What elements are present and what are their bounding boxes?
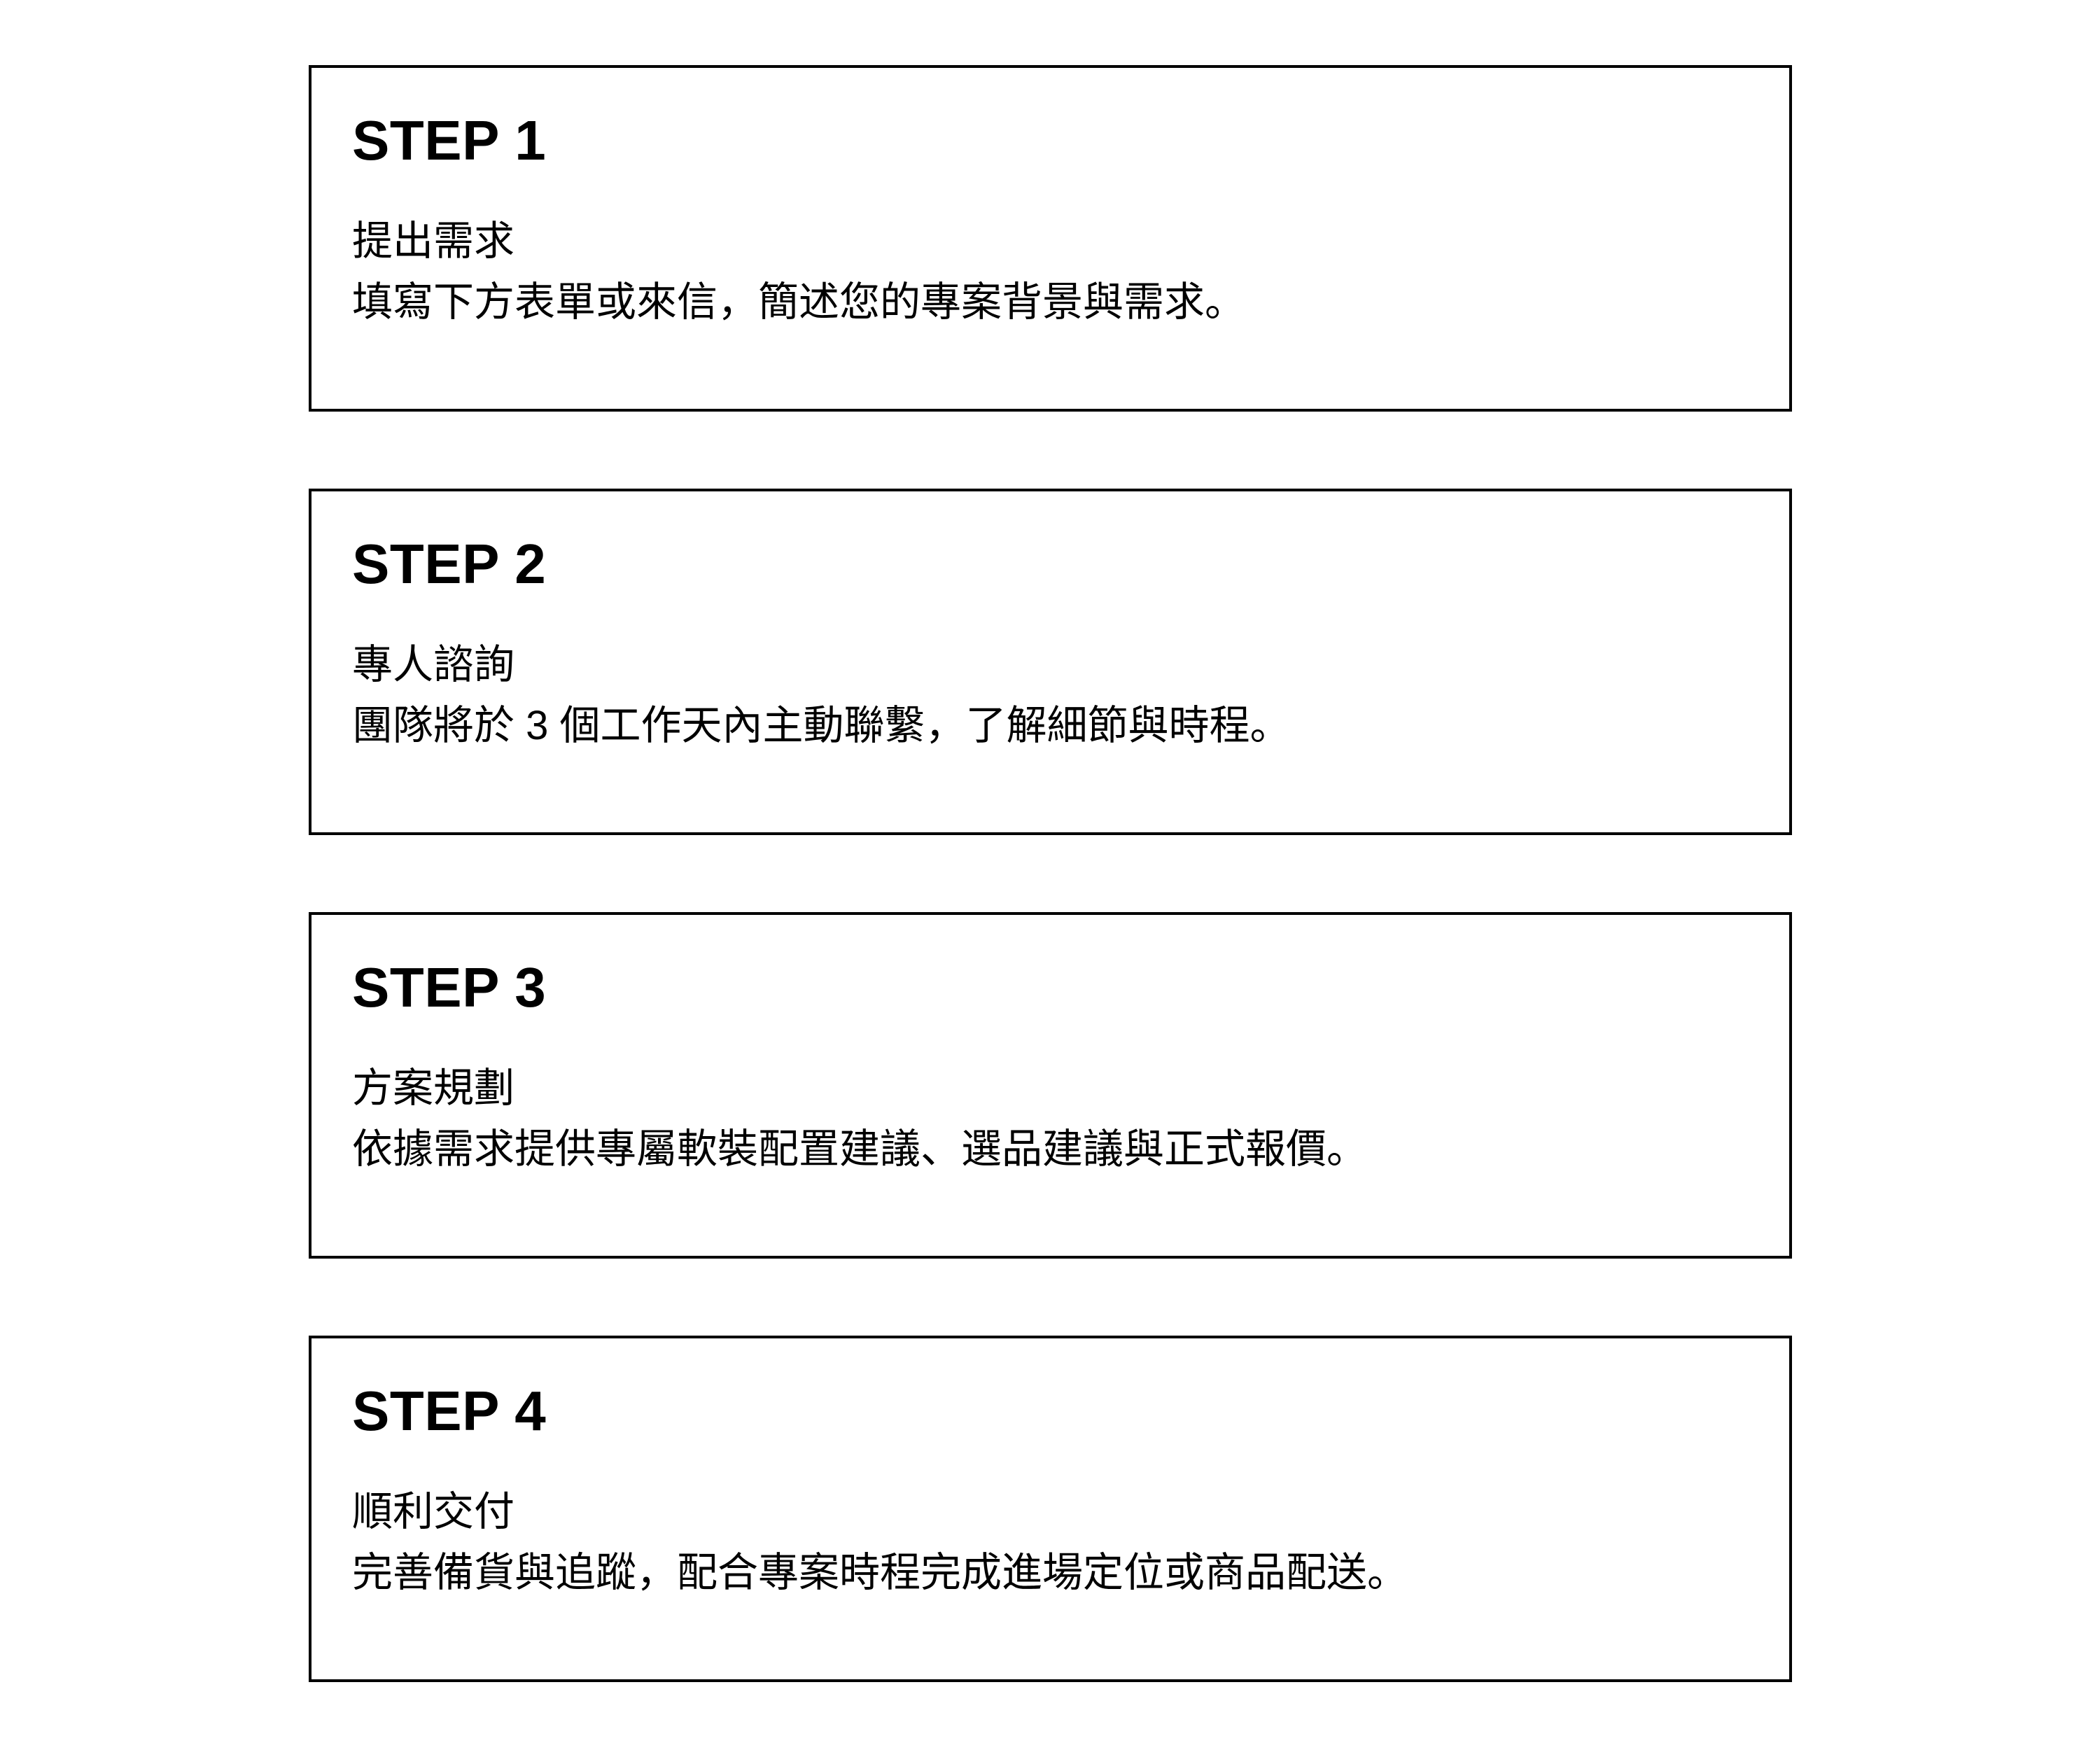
step-body: 提出需求 填寫下方表單或來信，簡述您的專案背景與需求。 <box>352 211 1747 332</box>
step-title: 專人諮詢 <box>352 642 515 687</box>
step-card-1: STEP 1 提出需求 填寫下方表單或來信，簡述您的專案背景與需求。 <box>309 65 1792 412</box>
step-heading: STEP 3 <box>352 956 547 1018</box>
step-heading: STEP 4 <box>352 1380 547 1442</box>
step-description: 依據需求提供專屬軟裝配置建議、選品建議與正式報價。 <box>352 1126 1368 1172</box>
step-heading: STEP 2 <box>352 533 547 595</box>
step-body: 方案規劃 依據需求提供專屬軟裝配置建議、選品建議與正式報價。 <box>352 1058 1747 1180</box>
step-title: 提出需求 <box>352 218 515 264</box>
step-description: 完善備貨與追蹤，配合專案時程完成進場定位或商品配送。 <box>352 1550 1408 1595</box>
step-body: 順利交付 完善備貨與追蹤，配合專案時程完成進場定位或商品配送。 <box>352 1481 1747 1603</box>
step-description: 團隊將於 3 個工作天內主動聯繫，了解細節與時程。 <box>352 703 1291 748</box>
step-card-2: STEP 2 專人諮詢 團隊將於 3 個工作天內主動聯繫，了解細節與時程。 <box>309 489 1792 835</box>
step-card-4: STEP 4 順利交付 完善備貨與追蹤，配合專案時程完成進場定位或商品配送。 <box>309 1336 1792 1682</box>
step-heading: STEP 1 <box>352 109 547 172</box>
step-body: 專人諮詢 團隊將於 3 個工作天內主動聯繫，了解細節與時程。 <box>352 634 1747 756</box>
step-title: 方案規劃 <box>352 1065 515 1111</box>
step-description: 填寫下方表單或來信，簡述您的專案背景與需求。 <box>352 279 1246 325</box>
step-title: 順利交付 <box>352 1489 515 1534</box>
steps-list: STEP 1 提出需求 填寫下方表單或來信，簡述您的專案背景與需求。 STEP … <box>309 65 1792 1682</box>
step-card-3: STEP 3 方案規劃 依據需求提供專屬軟裝配置建議、選品建議與正式報價。 <box>309 912 1792 1259</box>
